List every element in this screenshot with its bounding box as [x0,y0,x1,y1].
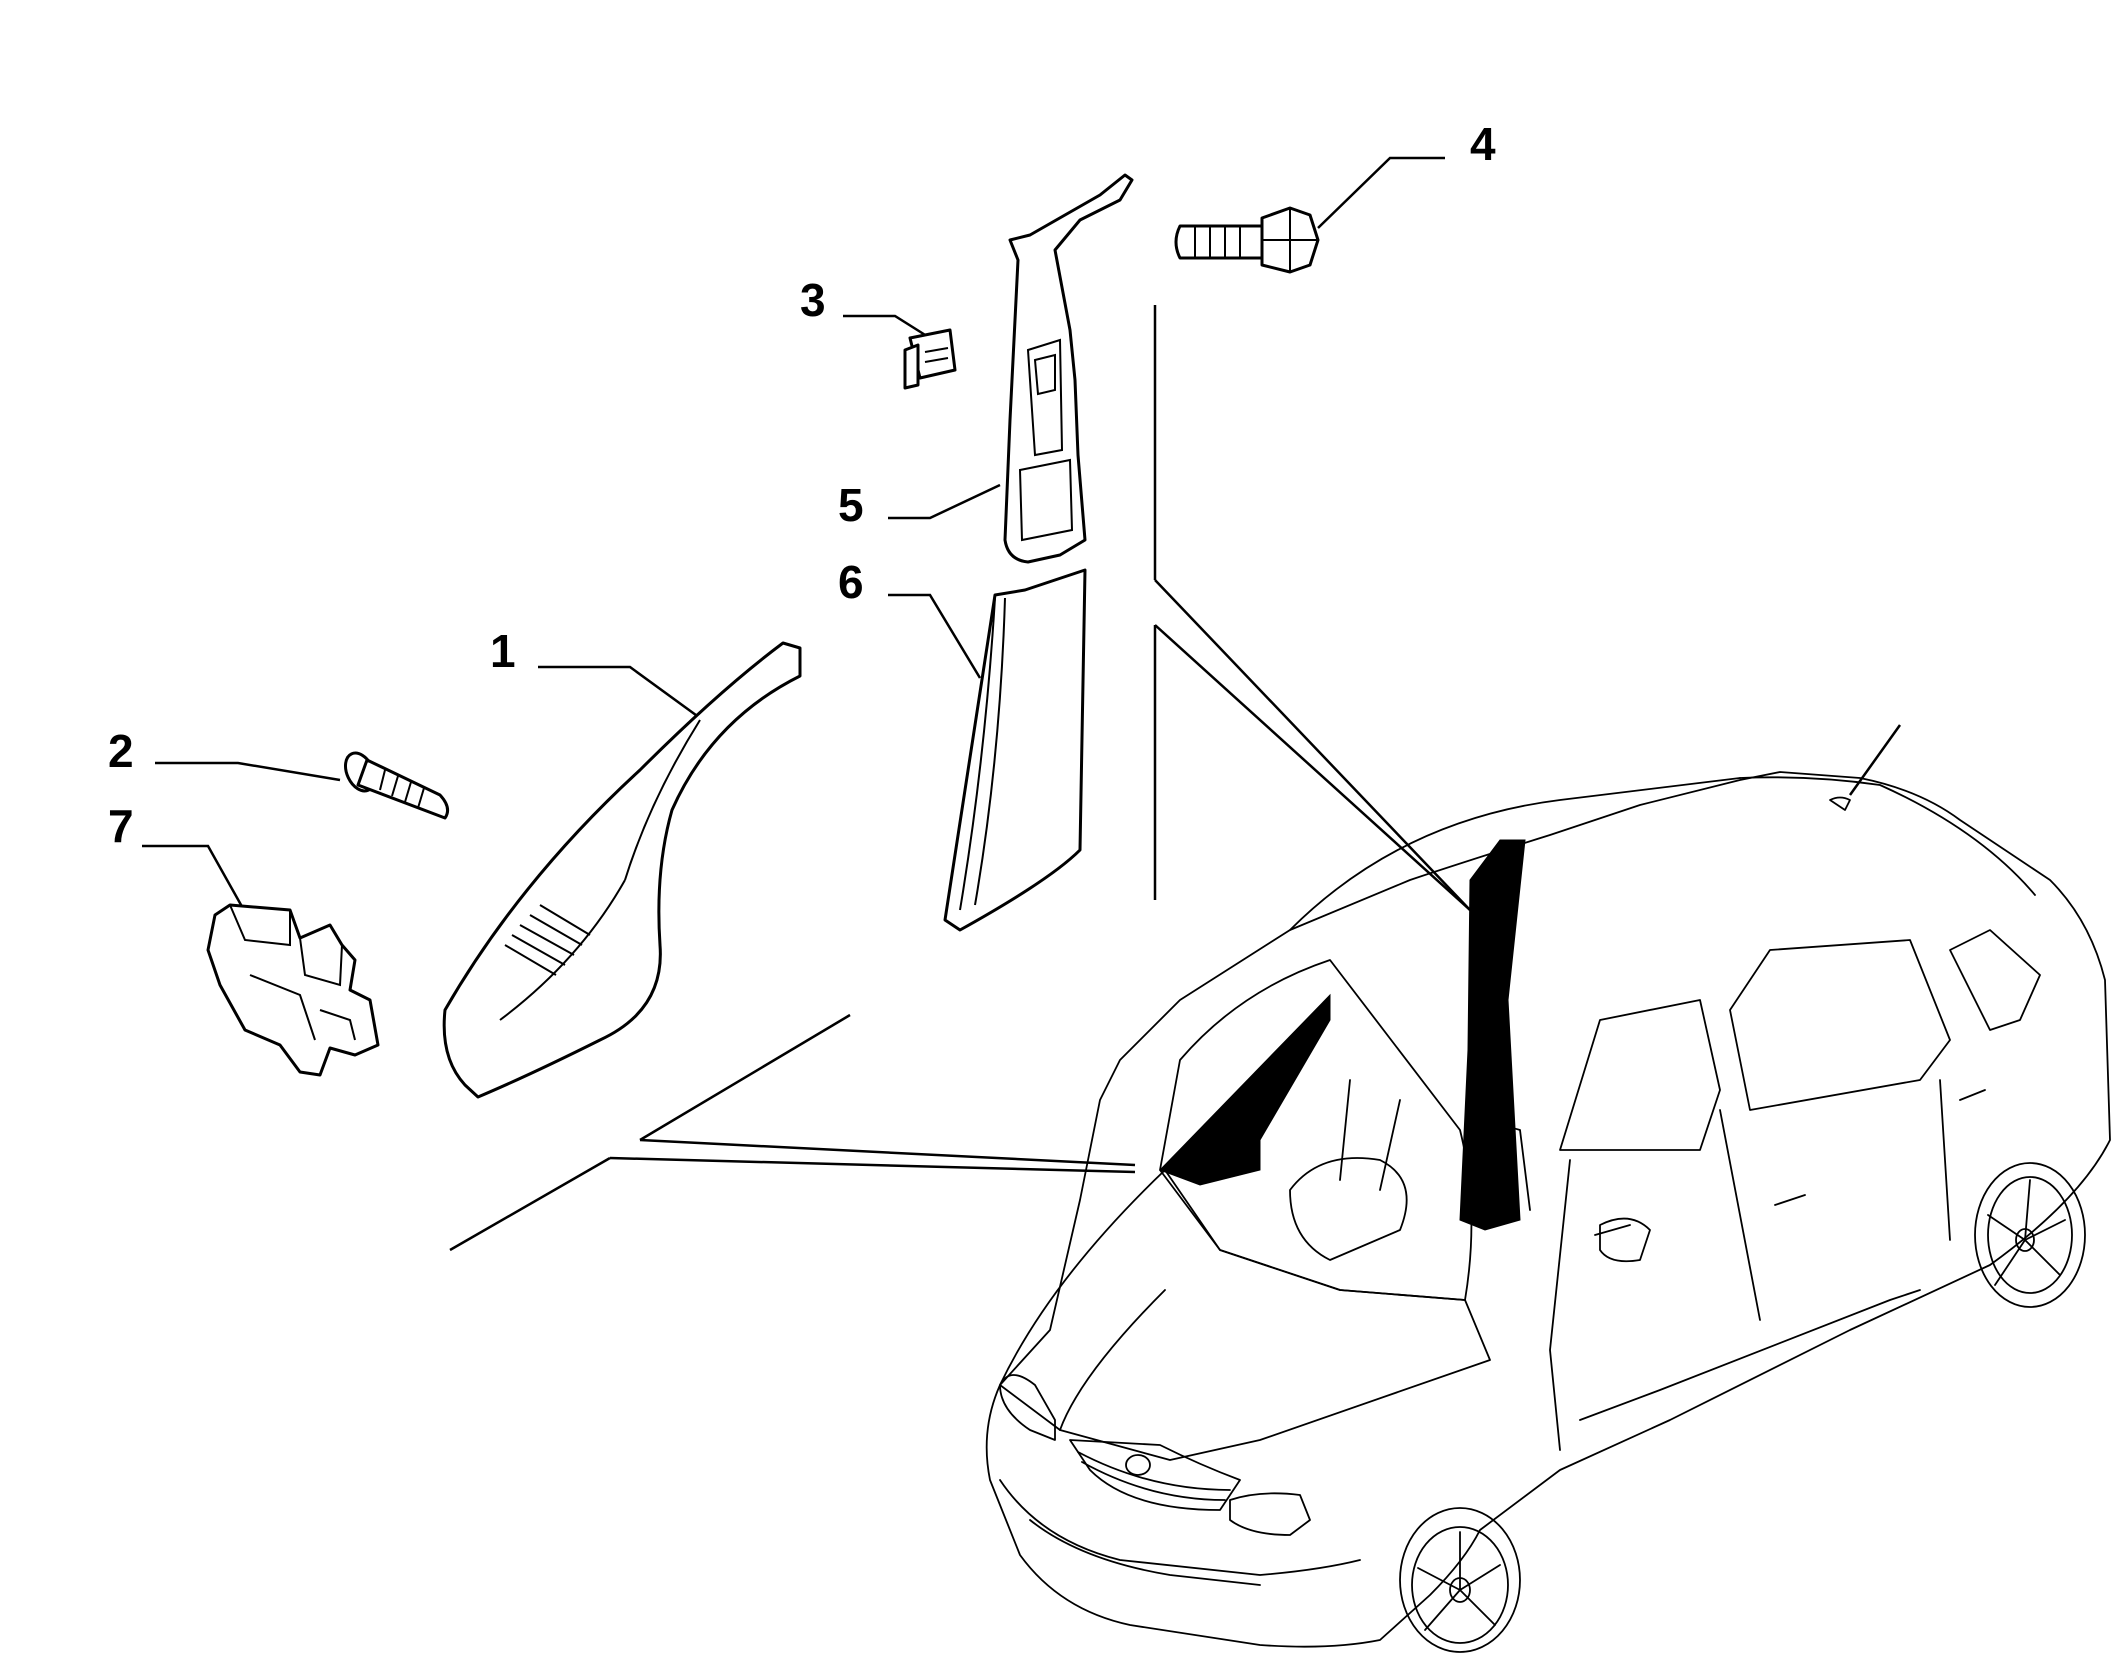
part-b-pillar-upper-trim [1003,173,1134,564]
leader-4 [1317,156,1445,229]
part-a-pillar-trim [442,641,802,1099]
part-hex-bolt [1174,206,1320,274]
leader-7 [142,844,247,913]
highlighted-a-pillar [1159,993,1331,1186]
callout-7: 7 [108,800,134,852]
callout-6: 6 [838,556,864,608]
part-clip [903,328,957,390]
highlighted-b-pillar [1459,839,1526,1231]
leader-5 [888,483,1001,520]
callout-5: 5 [838,479,864,531]
callout-1: 1 [490,625,516,677]
part-b-pillar-lower-trim [943,568,1087,932]
leader-lines [142,156,1445,913]
part-screw [343,751,450,820]
callout-3: 3 [800,274,826,326]
part-bracket [206,903,380,1077]
car-illustration [985,771,2111,1653]
leader-2 [155,761,341,782]
leader-6 [888,593,982,679]
guide-lines [449,305,1902,1252]
callout-2: 2 [108,725,134,777]
leader-3 [843,314,931,340]
callout-4: 4 [1470,118,1496,170]
leader-1 [538,665,701,720]
